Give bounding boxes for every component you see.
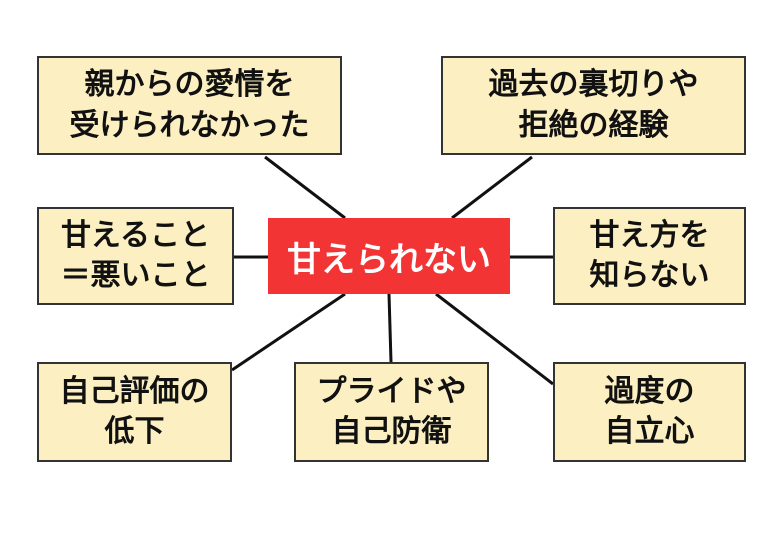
node-excessive-independence: 過度の 自立心 <box>553 362 746 462</box>
node-low-self-esteem: 自己評価の 低下 <box>37 362 232 462</box>
node-line: ＝悪いこと <box>60 258 211 293</box>
node-dependence-is-bad: 甘えること ＝悪いこと <box>37 207 234 305</box>
node-line: 過去の裏切りや <box>488 67 699 102</box>
node-line: 自己防衛 <box>331 414 452 449</box>
node-line: 過度の <box>604 373 695 409</box>
node-line: 知らない <box>589 258 710 293</box>
node-line: 甘え方を <box>589 217 710 253</box>
node-line: 自己評価の <box>59 373 210 409</box>
node-pride-self-defense: プライドや 自己防衛 <box>294 362 489 462</box>
node-dont-know-how: 甘え方を 知らない <box>553 207 746 305</box>
connector-line-2 <box>451 155 533 220</box>
connector-line-7 <box>435 292 554 386</box>
node-line: 受けられなかった <box>69 107 310 143</box>
node-past-betrayal: 過去の裏切りや 拒絶の経験 <box>441 56 746 155</box>
node-lack-of-parental-love: 親からの愛情を 受けられなかった <box>37 56 342 155</box>
connector-line-1 <box>264 155 346 220</box>
connector-line-5 <box>231 292 346 372</box>
node-line: 自立心 <box>604 414 695 449</box>
node-line: 低下 <box>104 414 165 449</box>
central-node: 甘えられない <box>268 218 510 294</box>
connector-line-6 <box>387 293 393 363</box>
node-line: 甘えること <box>60 217 211 253</box>
node-line: 拒絶の経験 <box>518 107 669 143</box>
central-node-label: 甘えられない <box>287 239 491 280</box>
node-line: 親からの愛情を <box>84 67 295 102</box>
node-line: プライドや <box>316 373 467 409</box>
